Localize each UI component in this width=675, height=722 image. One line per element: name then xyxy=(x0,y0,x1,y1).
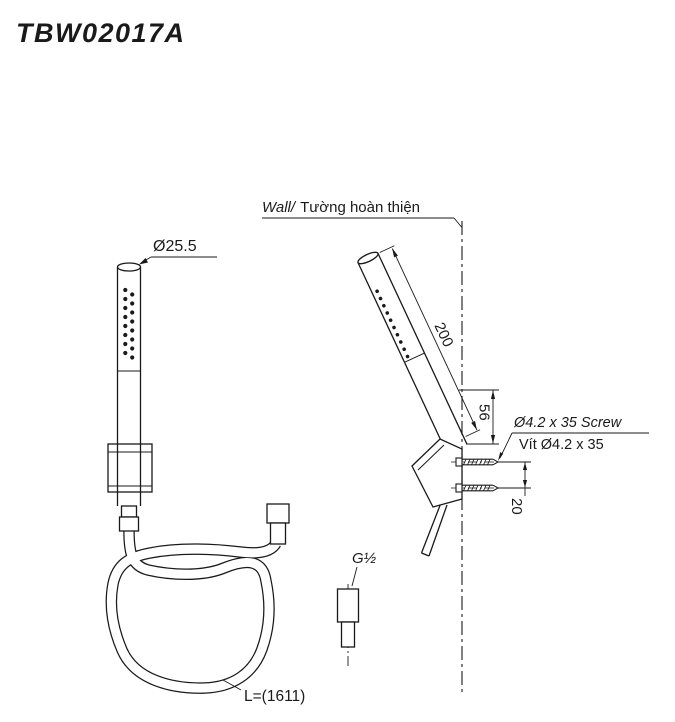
handle-neck xyxy=(120,505,138,518)
hose-neck xyxy=(118,505,140,532)
screw-bottom xyxy=(451,483,505,493)
screw-top xyxy=(451,457,505,467)
handle-tail-end-cap xyxy=(421,552,430,557)
dim20-label: 20 xyxy=(508,498,525,515)
screw-bottom-head xyxy=(455,483,463,493)
mounting-bracket xyxy=(411,438,463,557)
diameter-arrowhead-icon xyxy=(139,258,148,265)
side-view: Wall/Tường hoàn thiện xyxy=(262,199,649,695)
dim56-arrow-top-icon xyxy=(490,390,496,399)
dim200-extension-bottom xyxy=(465,429,481,437)
wall-label-en: Wall/ xyxy=(262,199,297,216)
dim200-extension-top xyxy=(379,245,395,253)
dim20-arrow-top-icon xyxy=(522,462,528,470)
handshower-top-face xyxy=(116,262,142,272)
shower-hose xyxy=(105,530,281,694)
dim56-arrow-bottom-icon xyxy=(490,435,496,444)
wall-label-text: Wall/Tường hoàn thiện xyxy=(262,199,420,216)
holder-bracket xyxy=(107,443,153,493)
wall-label-leader xyxy=(453,217,462,228)
diameter-dimension-label: Ø25.5 xyxy=(153,238,197,255)
screw-spacing-dimension-20: 20 xyxy=(498,461,531,515)
handle-tail-right-edge xyxy=(428,504,448,557)
handle-tail xyxy=(420,504,448,557)
screw-label-vi: Vít Ø4.2 x 35 xyxy=(519,437,604,453)
handle-tail-left-edge xyxy=(420,505,441,554)
docked-body-right-edge xyxy=(377,253,468,444)
diameter-dimension: Ø25.5 xyxy=(139,238,217,265)
screw-top-threads xyxy=(463,459,491,465)
dim200-arrow-bottom-icon xyxy=(471,421,477,431)
docked-body-left-edge xyxy=(357,262,448,454)
thread-label: G½ xyxy=(352,550,377,567)
bracket-cup-outline xyxy=(411,438,463,508)
hose-connector-collar xyxy=(266,503,290,524)
screw-label-arrow-icon xyxy=(498,452,504,461)
hose-inner-fill xyxy=(106,530,280,693)
docked-head-face xyxy=(357,251,379,265)
bracket-cup-rim-line xyxy=(417,444,445,471)
front-view: Ø25.5 xyxy=(105,238,305,705)
screw-bottom-threads xyxy=(463,485,491,491)
docked-seam-line xyxy=(404,352,425,363)
handshower-body xyxy=(116,262,142,506)
hose-connector xyxy=(266,503,290,545)
thread-label-leader xyxy=(351,566,358,587)
hose-length-label: L=(1611) xyxy=(244,688,305,705)
dim200-line xyxy=(392,248,478,431)
wall-finish-label: Wall/Tường hoàn thiện xyxy=(262,199,462,228)
hose-length-dimension: L=(1611) xyxy=(222,679,305,705)
wall-label-vi: Tường hoàn thiện xyxy=(300,199,420,216)
docked-spray-holes xyxy=(375,289,410,359)
hose-length-leader xyxy=(222,679,242,691)
thread-connector-top xyxy=(336,588,360,623)
spray-holes xyxy=(123,287,135,360)
hose-ferrule xyxy=(118,516,140,532)
screw-spec-label: Ø4.2 x 35 Screw Vít Ø4.2 x 35 xyxy=(498,415,649,461)
screw-label-en: Ø4.2 x 35 Screw xyxy=(513,415,623,431)
holder-outline xyxy=(107,443,153,493)
thread-connector-bottom xyxy=(340,621,356,648)
dim200-arrow-top-icon xyxy=(391,247,398,258)
thread-spec: G½ xyxy=(336,550,377,668)
dim56-label: 56 xyxy=(476,404,493,421)
dim200-label: 200 xyxy=(431,320,457,350)
dim20-arrow-bottom-icon xyxy=(522,480,528,488)
offset-dimension-56: 56 xyxy=(459,389,499,445)
page-title: TBW02017A xyxy=(16,18,186,48)
screw-top-head xyxy=(455,457,463,467)
hose-connector-body xyxy=(269,522,287,545)
